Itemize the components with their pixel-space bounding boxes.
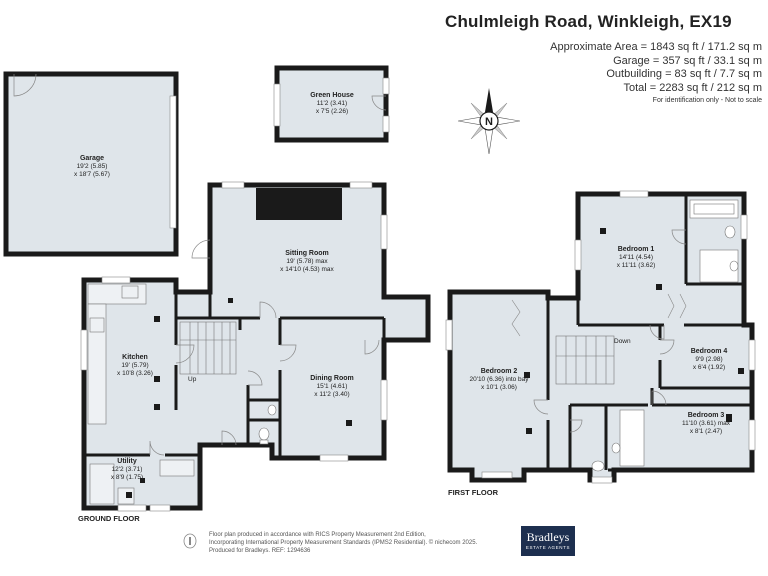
- footer-line: Floor plan produced in accordance with R…: [209, 532, 426, 538]
- room-dim: x 11'2 (3.40): [314, 391, 350, 398]
- area-line-outbuilding: Outbuilding = 83 sq ft / 7.7 sq m: [606, 68, 762, 80]
- logo-tagline: ESTATE AGENTS: [525, 545, 571, 550]
- room-dim: 11'10 (3.61) max: [681, 420, 731, 427]
- stairs-down-label: Down: [614, 338, 631, 345]
- area-line-garage: Garage = 357 sq ft / 33.1 sq m: [613, 54, 762, 67]
- room-dim: 19' (5.79): [121, 362, 149, 369]
- green-house-shape: [273, 65, 390, 143]
- area-summary: Approximate Area = 1843 sq ft / 171.2 sq…: [550, 41, 762, 107]
- room-name: Dining Room: [310, 375, 354, 382]
- compass-n-label: N: [485, 116, 493, 128]
- room-dim: x 7'5 (2.26): [315, 108, 349, 115]
- area-line-approx: Approximate Area = 1843 sq ft / 171.2 sq…: [550, 41, 762, 53]
- footer-disclaimer: Floor plan produced in accordance with R…: [209, 531, 477, 555]
- room-name: Bedroom 4: [690, 348, 728, 355]
- footer-line: Incorporating International Property Mea…: [209, 540, 478, 546]
- room-dim: x 8'9 (1.75): [110, 474, 144, 481]
- room-dim: 15'1 (4.61): [316, 383, 348, 390]
- room-dim: x 10'1 (3.06): [481, 384, 517, 391]
- room-name: Bedroom 2: [480, 368, 518, 375]
- room-dim: x 18'7 (5.67): [74, 171, 110, 178]
- bradleys-logo: Bradleys ESTATE AGENTS: [521, 526, 575, 556]
- compass-rose-icon: N: [458, 88, 520, 154]
- stairs-up-label: Up: [188, 376, 197, 383]
- rics-badge-icon: [183, 533, 197, 549]
- room-dim: 19'2 (5.85): [76, 163, 108, 170]
- room-dim: x 10'8 (3.26): [117, 370, 153, 377]
- room-label-green-house: Green House 11'2 (3.41) x 7'5 (2.26): [292, 92, 372, 116]
- room-label-bedroom-3: Bedroom 3 11'10 (3.61) max x 8'1 (2.47): [666, 412, 746, 436]
- room-dim: 9'9 (2.98): [695, 356, 723, 363]
- room-label-utility: Utility 12'2 (3.71) x 8'9 (1.75): [92, 458, 162, 482]
- room-label-bedroom-2: Bedroom 2 20'10 (6.36) into bay x 10'1 (…: [452, 368, 546, 392]
- room-dim: 20'10 (6.36) into bay: [469, 376, 529, 383]
- property-title: Chulmleigh Road, Winkleigh, EX19: [445, 12, 732, 31]
- room-dim: x 14'10 (4.53) max: [280, 266, 334, 273]
- room-dim: 19' (5.78) max: [286, 258, 328, 265]
- identification-note: For identification only - Not to scale: [652, 97, 762, 104]
- room-label-bedroom-1: Bedroom 1 14'11 (4.54) x 11'11 (3.62): [596, 246, 676, 270]
- room-label-garage: Garage 19'2 (5.85) x 18'7 (5.67): [52, 155, 132, 179]
- ground-floor-shape: [80, 181, 431, 512]
- room-dim: 14'11 (4.54): [618, 254, 653, 261]
- logo-name: Bradleys: [526, 530, 570, 544]
- room-name: Kitchen: [122, 354, 148, 361]
- first-floor-shape: [445, 190, 756, 484]
- room-label-dining-room: Dining Room 15'1 (4.61) x 11'2 (3.40): [292, 375, 372, 399]
- room-label-sitting-room: Sitting Room 19' (5.78) max x 14'10 (4.5…: [262, 250, 352, 274]
- room-dim: x 6'4 (1.92): [692, 364, 726, 371]
- room-label-bedroom-4: Bedroom 4 9'9 (2.98) x 6'4 (1.92): [674, 348, 744, 372]
- room-dim: x 8'1 (2.47): [689, 428, 723, 435]
- garage-shape: [3, 71, 179, 257]
- room-name: Sitting Room: [285, 250, 329, 257]
- room-label-kitchen: Kitchen 19' (5.79) x 10'8 (3.26): [98, 354, 172, 378]
- footer-line: Produced for Bradleys. REF: 1294636: [209, 548, 311, 554]
- room-name: Garage: [79, 155, 105, 162]
- area-line-total: Total = 2283 sq ft / 212 sq m: [623, 81, 763, 94]
- first-floor-label: FIRST FLOOR: [448, 488, 498, 497]
- room-dim: x 11'11 (3.62): [616, 262, 656, 269]
- room-name: Bedroom 3: [687, 412, 725, 419]
- room-dim: 12'2 (3.71): [111, 466, 143, 473]
- room-name: Bedroom 1: [617, 246, 655, 253]
- ground-floor-label: GROUND FLOOR: [78, 514, 140, 523]
- room-name: Utility: [117, 458, 137, 465]
- room-name: Green House: [310, 92, 354, 99]
- room-dim: 11'2 (3.41): [316, 100, 348, 107]
